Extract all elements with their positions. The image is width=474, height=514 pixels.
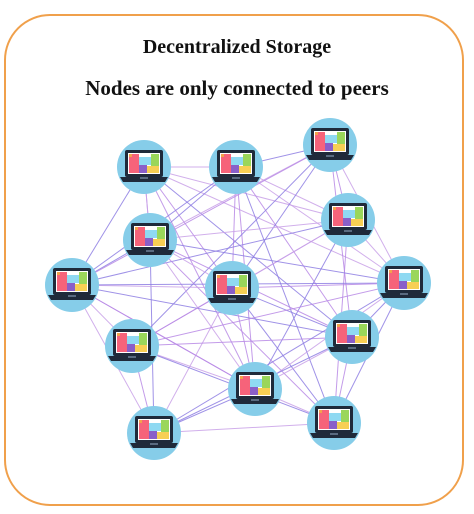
peer-link	[131, 336, 353, 347]
diagram-subtitle: Nodes are only connected to peers	[85, 76, 389, 100]
peer-link	[71, 284, 353, 338]
peer-link	[149, 219, 349, 241]
peer-link	[131, 282, 405, 347]
node-laptop-icon	[127, 406, 181, 460]
peer-link	[235, 166, 335, 424]
node-laptop-icon	[377, 256, 431, 310]
diagram-title: Decentralized Storage	[142, 36, 332, 58]
peer-link	[149, 239, 405, 284]
node-laptop-icon	[117, 140, 171, 194]
peer-link	[71, 284, 256, 390]
peer-link	[131, 144, 331, 347]
peer-link	[153, 287, 233, 434]
peer-link	[153, 282, 405, 434]
peer-link	[254, 219, 349, 390]
node-laptop-icon	[325, 310, 379, 364]
peer-link	[143, 166, 405, 284]
peer-link	[231, 144, 331, 289]
node-laptop-icon	[303, 118, 357, 172]
peer-link	[153, 422, 335, 434]
peer-link	[235, 166, 405, 284]
peer-link	[149, 239, 256, 390]
node-laptop-icon	[123, 213, 177, 267]
peer-link	[143, 166, 353, 338]
node-laptop-icon	[307, 396, 361, 450]
peer-link	[71, 219, 349, 286]
peer-link	[231, 282, 405, 289]
peer-nodes	[45, 118, 431, 460]
node-laptop-icon	[205, 261, 259, 315]
node-laptop-icon	[228, 362, 282, 416]
node-laptop-icon	[45, 258, 99, 312]
peer-link	[71, 144, 331, 286]
node-laptop-icon	[105, 319, 159, 373]
node-laptop-icon	[209, 140, 263, 194]
node-laptop-icon	[321, 193, 375, 247]
